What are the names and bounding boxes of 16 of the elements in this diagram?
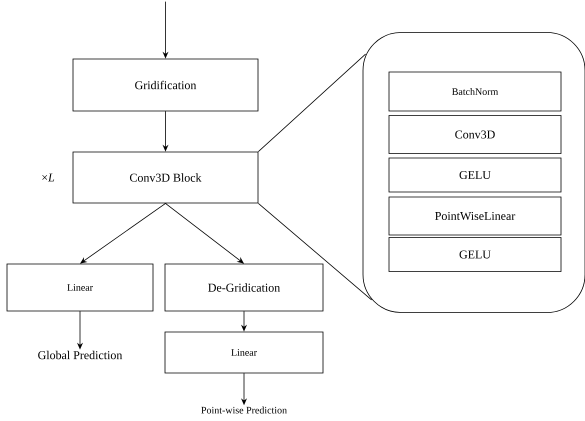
process-box: Conv3D — [388, 115, 562, 154]
process-box: GELU — [388, 158, 562, 192]
output-label: Point-wise Prediction — [201, 406, 287, 414]
process-box: De-Gridication — [164, 264, 324, 312]
process-box: Linear — [164, 332, 324, 374]
process-box: GELU — [388, 237, 562, 272]
rounded-panel — [362, 32, 585, 313]
process-box: Gridification — [72, 58, 258, 112]
process-box: Conv3D Block — [72, 152, 258, 204]
multiplier-label: ×L — [42, 174, 54, 182]
zoom-line — [258, 54, 366, 152]
zoom-line — [258, 203, 372, 300]
process-box: PointWiseLinear — [388, 196, 562, 236]
process-box: Linear — [6, 264, 154, 312]
process-box: BatchNorm — [388, 72, 562, 112]
output-label: Global Prediction — [38, 350, 122, 360]
